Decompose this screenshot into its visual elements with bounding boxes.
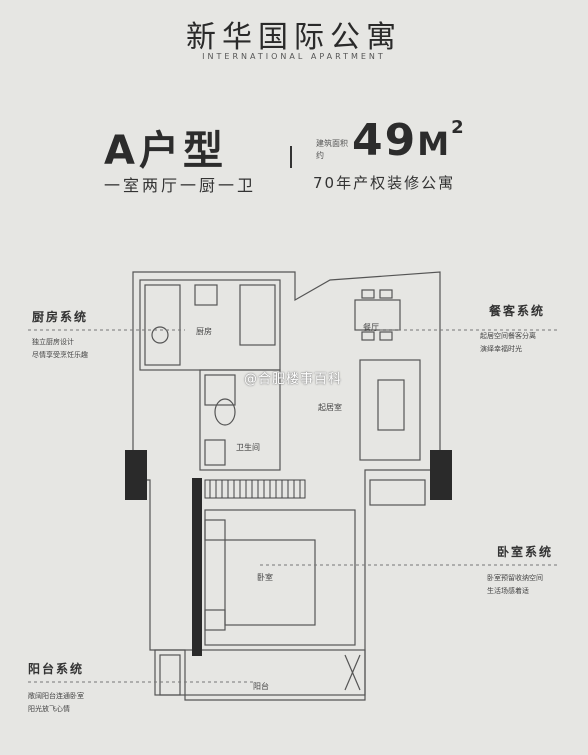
shower — [204, 374, 236, 406]
kitchen-counter — [144, 284, 181, 366]
kitchen-desc-line2: 尽情享受烹饪乐趣 — [32, 351, 88, 359]
kitchen-desc-line1: 独立厨房设计 — [32, 338, 74, 346]
sofa — [359, 359, 421, 461]
divider — [290, 146, 292, 168]
bedroom-walls — [204, 509, 356, 646]
bedroom-system-title: 卧室系统 — [497, 545, 554, 559]
bedroom-desc-line1: 卧室预留收纳空间 — [487, 574, 543, 582]
room-bathroom-label: 卫生间 — [236, 443, 260, 452]
balcony-walls — [154, 649, 366, 696]
wardrobe-hatch — [204, 479, 306, 499]
balcony-desc-line1: 敞阔阳台连通卧室 — [28, 692, 84, 700]
bed — [224, 539, 316, 626]
right-pillar — [430, 450, 452, 500]
room-balcony-label: 阳台 — [253, 682, 269, 691]
area-number: 49 — [352, 115, 418, 166]
balcony-system-desc: 敞阔阳台连通卧室 阳光放飞心情 — [28, 690, 84, 716]
kitchen-system-desc: 独立厨房设计 尽情享受烹饪乐趣 — [32, 336, 88, 362]
coffee-table — [377, 379, 405, 431]
dining-system-desc: 起居空间餐客分离 演绎幸福时光 — [480, 330, 536, 356]
kitchen-cabinet — [239, 284, 276, 346]
dining-system-title: 餐客系统 — [489, 304, 546, 318]
dining-table — [354, 299, 401, 331]
outer-wall — [132, 271, 441, 701]
balcony-desc-line2: 阳光放飞心情 — [28, 705, 70, 713]
watermark-text: @合肥楼事百科 — [244, 372, 343, 387]
room-living-label: 起居室 — [318, 403, 342, 412]
room-dining-label: 餐厅 — [363, 323, 379, 332]
kitchen-system-title: 厨房系统 — [32, 310, 89, 324]
bedroom-thick-wall — [192, 478, 202, 656]
area-unit: M — [417, 125, 452, 163]
area-value: 49M2 — [352, 115, 466, 166]
room-kitchen-label: 厨房 — [196, 327, 212, 336]
tenure-info: 70年产权装修公寓 — [313, 174, 456, 192]
bathroom-walls — [199, 369, 281, 471]
dining-desc-line2: 演绎幸福时光 — [480, 345, 522, 353]
kitchen-appliance — [194, 284, 218, 306]
area-superscript: 2 — [451, 117, 466, 139]
bedroom-desc-line2: 生活场感着适 — [487, 587, 529, 595]
balcony-system-title: 阳台系统 — [28, 662, 85, 676]
building-title: 新华国际公寓 — [186, 20, 402, 55]
unit-type-name: A户型 — [104, 128, 227, 174]
room-bedroom-label: 卧室 — [257, 573, 273, 582]
building-subtitle: INTERNATIONAL APARTMENT — [202, 52, 386, 61]
dining-desc-line1: 起居空间餐客分离 — [480, 332, 536, 340]
bedroom-system-desc: 卧室预留收纳空间 生活场感着适 — [487, 572, 543, 598]
unit-layout: 一室两厅一厨一卫 — [104, 176, 257, 195]
left-pillar — [125, 450, 147, 500]
kitchen-walls — [139, 279, 281, 371]
area-label: 建筑面积约 — [316, 139, 348, 160]
